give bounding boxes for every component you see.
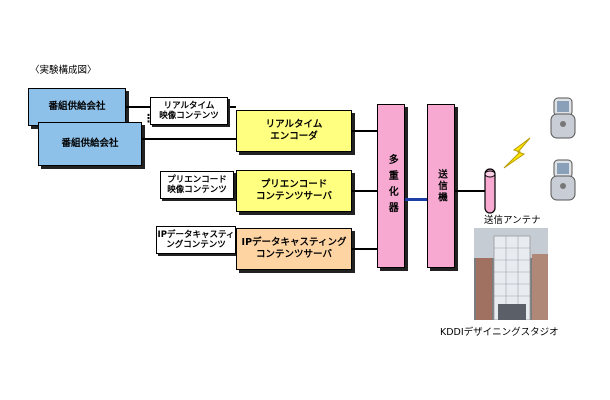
antenna-label: 送信アンテナ [484, 215, 541, 226]
provider-box-2: 番組供給会社 [38, 122, 142, 166]
multiplexer-box: 多重化器 [377, 104, 405, 268]
note-preencode-line1: プリエンコード [167, 174, 227, 185]
studio-building-photo [474, 228, 548, 320]
link-mux-transmitter [405, 198, 427, 201]
link-encoder-mux [352, 130, 377, 132]
link-transmitter-antenna [455, 190, 489, 192]
transmitter-box: 送信機 [427, 104, 455, 268]
note-realtime-line1: リアルタイム [163, 100, 215, 111]
multiplexer-label: 多重化器 [386, 154, 398, 218]
note-ipdc-content: IPデータキャスティングコンテンツ [156, 226, 236, 254]
preencode-server-box: プリエンコードコンテンツサーバ [236, 170, 352, 212]
note-preencode-content: プリエンコード映像コンテンツ [160, 171, 234, 199]
realtime-encoder-box: リアルタイムエンコーダ [236, 110, 352, 152]
transmitter-label: 送信機 [435, 168, 447, 204]
ipdc-server-line2: コンテンツサーバ [256, 249, 332, 260]
ipdc-server-box: IPデータキャスティングコンテンツサーバ [236, 228, 352, 270]
ipdc-server-line1: IPデータキャスティング [241, 237, 347, 249]
note-realtime-line2: 映像コンテンツ [159, 111, 219, 121]
note-realtime-content: リアルタイム映像コンテンツ [150, 97, 228, 125]
antenna-icon [484, 168, 496, 214]
studio-label: KDDIデザイニングスタジオ [440, 327, 559, 338]
link-preencode-mux [352, 190, 377, 192]
provider-label-1: 番組供給会社 [48, 101, 106, 113]
mobile-phone-icon-2 [550, 159, 576, 201]
provider-box-1: 番組供給会社 [28, 88, 126, 126]
preencode-server-line1: プリエンコード [260, 179, 328, 191]
note-preencode-line2: 映像コンテンツ [167, 185, 227, 195]
preencode-server-line2: コンテンツサーバ [256, 191, 332, 202]
ellipsis-dots: ⋮ [143, 112, 154, 125]
mobile-phone-icon-1 [550, 97, 576, 139]
link-ipdc-mux [352, 248, 377, 250]
note-ipdc-line1: IPデータキャスティ [157, 229, 235, 240]
link-provider2-encoder [142, 138, 236, 140]
lightning-icon [503, 137, 531, 169]
provider-label-2: 番組供給会社 [61, 138, 119, 150]
note-ipdc-line2: ングコンテンツ [166, 240, 226, 250]
diagram-title: 〈実験構成図〉 [30, 65, 97, 76]
encoder-line2: エンコーダ [270, 131, 318, 142]
encoder-line1: リアルタイム [265, 119, 323, 131]
